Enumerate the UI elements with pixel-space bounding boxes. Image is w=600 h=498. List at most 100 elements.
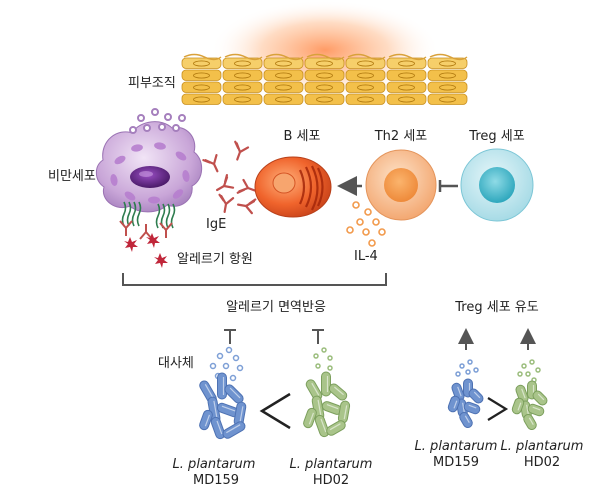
il4-dot (356, 218, 364, 226)
label-allergen: 알레르기 항원 (177, 252, 253, 267)
skin-cell-nucleus (439, 84, 456, 91)
skin-cell-nucleus (439, 60, 456, 67)
skin-cell (263, 69, 304, 81)
skin-cell-nucleus (234, 72, 251, 79)
skin-cell-nucleus (357, 96, 374, 103)
metabolite-dot (327, 355, 333, 361)
skin-cell (304, 57, 345, 69)
metabolite-dot (525, 371, 531, 377)
greater-than-sign-left (259, 392, 291, 430)
metabolite-dot (216, 352, 224, 360)
skin-cell-nucleus (275, 72, 292, 79)
free-ige-antibodies (202, 140, 257, 215)
ige-antibody (237, 198, 257, 215)
metabolite-dot (535, 367, 541, 373)
label-skin-tissue: 피부조직 (128, 76, 176, 91)
bacterium (328, 383, 348, 401)
strain-left-a-species: L. plantarum (172, 457, 256, 472)
skin-cell (263, 93, 304, 105)
allergens (124, 233, 168, 268)
bacterium (199, 409, 213, 431)
skin-cell-nucleus (193, 60, 210, 67)
metabolite-dot (315, 363, 321, 369)
label-b-cell: B 세포 (283, 129, 321, 144)
skin-cell-nucleus (398, 72, 415, 79)
skin-cell-nucleus (234, 60, 251, 67)
skin-cell (345, 93, 386, 105)
strain-right-b-species: L. plantarum (500, 439, 584, 454)
skin-surface-line (306, 53, 345, 61)
released-granules (129, 108, 186, 134)
bacterium (217, 372, 227, 400)
bacterium (314, 414, 330, 438)
label-metabolite: 대사체 (158, 356, 194, 371)
skin-cell (263, 81, 304, 93)
bacterium (447, 395, 461, 413)
bacterium (337, 400, 351, 424)
il4-dot (368, 239, 376, 247)
skin-cell (222, 57, 263, 69)
skin-cell (345, 57, 386, 69)
skin-cell-nucleus (439, 72, 456, 79)
skin-cell-nucleus (234, 96, 251, 103)
skin-cell-nucleus (316, 96, 333, 103)
skin-cell-nucleus (439, 96, 456, 103)
skin-cell-nucleus (275, 84, 292, 91)
skin-cell (386, 81, 427, 93)
label-mast-cell: 비만세포 (48, 169, 96, 184)
skin-cell (222, 69, 263, 81)
metabolite-dot (229, 374, 237, 382)
il4-dot (364, 208, 372, 216)
bacterium (527, 403, 545, 417)
skin-cell (304, 69, 345, 81)
il4-dot (362, 228, 370, 236)
il4-dot (372, 218, 380, 226)
label-treg-cell: Treg 세포 (469, 129, 525, 144)
ige-antibody (234, 140, 250, 161)
il4-dot (378, 228, 386, 236)
label-ige: IgE (206, 217, 227, 232)
skin-cell (181, 57, 222, 69)
ige-antibody (236, 178, 257, 194)
skin-cell (386, 69, 427, 81)
skin-cell (222, 93, 263, 105)
ige-antibody (202, 154, 219, 173)
skin-cell-nucleus (193, 72, 210, 79)
metabolite-dot (473, 367, 479, 373)
bacterium (511, 397, 525, 415)
mast-cell (95, 121, 203, 213)
metabolite-dot (529, 359, 535, 365)
bacterium (303, 407, 317, 429)
skin-cell (181, 93, 222, 105)
skin-cell (386, 93, 427, 105)
il4-dot (346, 226, 354, 234)
skin-cell-nucleus (398, 96, 415, 103)
b-cell (254, 156, 332, 218)
metabolite-dot (321, 347, 327, 353)
skin-cell-nucleus (398, 60, 415, 67)
skin-cell (386, 57, 427, 69)
skin-cell (427, 69, 468, 81)
metabolite-dot (467, 359, 473, 365)
strain-left-a-code: MD159 (192, 473, 240, 488)
skin-cell-nucleus (316, 72, 333, 79)
skin-cell-nucleus (234, 84, 251, 91)
metabolite-dot (465, 369, 471, 375)
greater-than-sign-right (487, 397, 509, 421)
strain-right-a-species: L. plantarum (414, 439, 498, 454)
skin-cell (222, 81, 263, 93)
skin-cell (427, 93, 468, 105)
metabolite-dot (225, 346, 233, 354)
label-th2-cell: Th2 세포 (374, 129, 428, 144)
metabolite-dot (222, 362, 230, 370)
metabolite-dot (209, 362, 217, 370)
skin-cell-nucleus (316, 60, 333, 67)
skin-cell-nucleus (193, 96, 210, 103)
skin-cell (304, 81, 345, 93)
inhibit-markers (224, 329, 324, 344)
metabolite-dot (313, 353, 319, 359)
strain-right-b-code: HD02 (523, 455, 561, 470)
skin-surface-line (347, 53, 386, 61)
